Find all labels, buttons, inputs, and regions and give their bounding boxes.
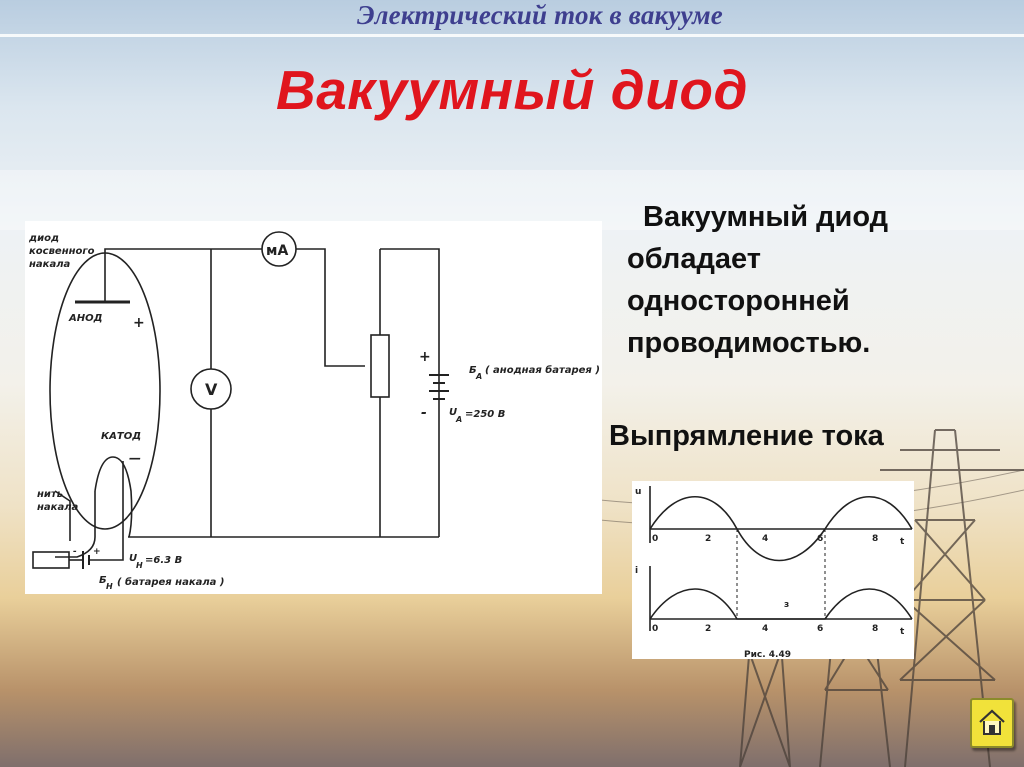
figure-caption: Рис. 4.49	[744, 650, 791, 659]
uh-value: =6.3 В	[145, 555, 182, 566]
tick-top-2: 2	[705, 534, 711, 544]
anode-label: АНОД	[68, 313, 103, 324]
heater-plus: +	[93, 547, 101, 557]
battery-a-label: Б	[469, 365, 477, 376]
t-label-bottom: t	[900, 627, 905, 637]
ua-sub: А	[455, 415, 462, 424]
uh-sub: Н	[136, 561, 143, 570]
cathode-label: КАТОД	[101, 431, 141, 442]
tick-bottom-6: 6	[817, 624, 823, 634]
tick-top-6: 6	[817, 534, 823, 544]
tick-bottom-2: 2	[705, 624, 711, 634]
body-text: Вакуумный диод обладает односторонней пр…	[627, 201, 889, 359]
tick-bottom-4: 4	[762, 624, 768, 634]
diode-label-2: косвенного	[29, 246, 95, 257]
ac-voltage-curve	[649, 495, 913, 562]
header-title: Электрический ток в вакууме	[357, 0, 723, 30]
center-mark: з	[784, 600, 789, 610]
u-axis-label: u	[635, 487, 641, 497]
tick-top-8: 8	[872, 534, 878, 544]
voltmeter-label: V	[205, 380, 218, 399]
ua-label: U	[449, 407, 457, 418]
rectification-waveform: u i t t 0 2 4 6 8 0 2 4 6 8 з Рис. 4.49	[635, 486, 913, 660]
home-icon	[979, 709, 1005, 735]
ua-value: =250 В	[465, 409, 505, 420]
tick-bottom-8: 8	[872, 624, 878, 634]
milliammeter-label: мА	[266, 243, 288, 259]
cathode-minus: —	[129, 451, 141, 465]
header-divider	[0, 34, 1024, 37]
battery-h-desc: ( батарея накала )	[117, 576, 225, 588]
slide-title: Вакуумный диод	[276, 59, 748, 121]
battery-h-sub: Н	[106, 582, 113, 591]
battery-h-label: Б	[99, 575, 107, 586]
filament-label-1: нить	[37, 489, 63, 500]
tick-bottom-0: 0	[652, 624, 658, 634]
diode-label-3: накала	[29, 259, 71, 270]
anode-plus: +	[133, 315, 145, 331]
t-label-top: t	[900, 537, 905, 547]
i-axis-label: i	[635, 566, 638, 576]
tick-top-4: 4	[762, 534, 768, 544]
battery-a-plus: +	[419, 349, 431, 365]
rectification-heading: Выпрямление тока	[609, 420, 884, 452]
uh-label: U	[129, 553, 137, 564]
rectified-current-curve	[649, 588, 913, 620]
battery-a-minus: -	[421, 405, 427, 421]
waveform-panel: u i t t 0 2 4 6 8 0 2 4 6 8 з Рис. 4.49	[632, 481, 914, 660]
tick-top-0: 0	[652, 534, 658, 544]
home-button[interactable]	[970, 698, 1014, 748]
heater-minus: -	[73, 547, 77, 557]
filament-label-2: накала	[37, 502, 79, 513]
potentiometer	[370, 334, 390, 398]
circuit-diagram: диод косвенного накала АНОД + КАТОД — ни…	[28, 231, 600, 591]
sky-band	[0, 170, 1024, 230]
battery-a-sub: А	[475, 372, 482, 381]
diode-label-1: диод	[28, 233, 59, 244]
battery-a-desc: ( анодная батарея )	[485, 364, 600, 376]
circuit-diagram-panel: диод косвенного накала АНОД + КАТОД — ни…	[25, 221, 602, 594]
